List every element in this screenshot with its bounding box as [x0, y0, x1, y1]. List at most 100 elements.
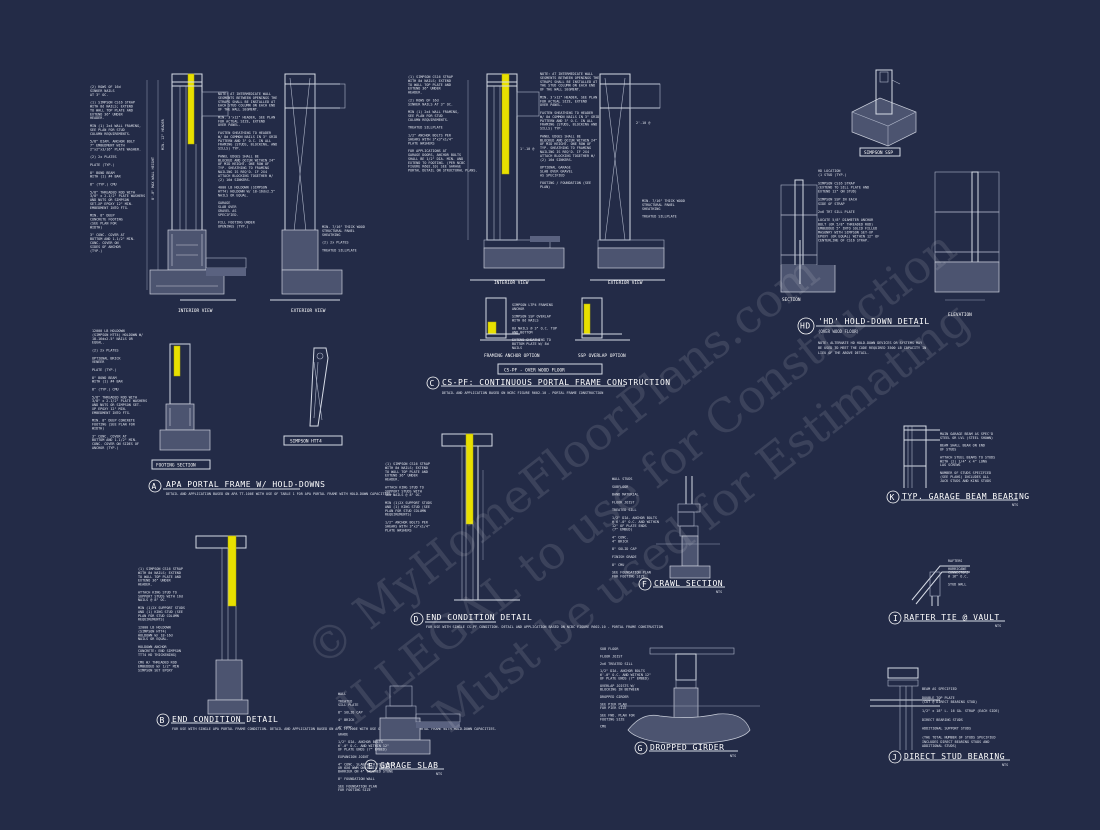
note-line: SEGMENTS BETWEEN OPENINGS THE — [540, 76, 599, 80]
detail-f-title: CRAWL SECTION — [654, 579, 723, 588]
note-line: PLATE WASHERS — [408, 141, 435, 145]
note-line: FILL FOOTING UNDER — [218, 221, 256, 225]
note-line: AND NUTS OR SIMPSON — [90, 198, 129, 202]
notes-footing: 12000 LB HOLDOWN(SIMPSON HTT4) HOLDOWN W… — [92, 329, 147, 450]
note-line: CONC. COVER ON SIDES OF — [92, 442, 139, 446]
note-line: MIN. 3'x12" HEADER, SEE PLAN — [540, 95, 597, 99]
note-line: 18-16dx2.5" NAILS OR — [92, 337, 134, 341]
note-line: WITH (1) #4 BAR — [92, 380, 124, 384]
note-line: 4" CONC. — [338, 725, 354, 729]
note-line: SPECIFIED. — [218, 213, 238, 217]
note-line: GRADE — [338, 733, 348, 737]
simpson-ssp-drawing — [851, 69, 917, 157]
note-line: LIEU OF THE ABOVE DETAIL. — [818, 351, 869, 355]
note-line: TREATED SILL — [612, 508, 637, 512]
note-line: MIN (1)2X SUPPORT STUDS — [385, 501, 432, 505]
note-line: OF THE WALL SEGMENT. — [218, 108, 259, 112]
detail-k-title-block: K TYP. GARAGE BEAM BEARING NTS — [886, 490, 1029, 507]
note-line: SHEATHING — [322, 233, 340, 237]
note-line: INCLUDES DIRECT BEARING STUDS AND — [922, 740, 989, 744]
note-line: 4" CONC. — [612, 536, 628, 540]
note-line: ATTACH KING STUD TO — [385, 485, 424, 489]
note-line: BARRIER ON 4" CRUSHED STONE — [338, 770, 393, 774]
note-line: SEE FOUNDATION PLAN — [612, 571, 651, 575]
note-line: OVER PANEL. — [540, 103, 562, 107]
note-line: ATTACH STEEL BEAMS TO STUDS — [940, 455, 995, 459]
detail-b-subtitle: FOR USE WITH SINGLE APA PORTAL FRAME CON… — [172, 727, 497, 731]
detail-c-subtitle: DETAIL AND APPLICATION BASED ON NCBC FIG… — [442, 391, 603, 395]
note-line: BLOCKED AND OCCUR WITHIN 24" — [540, 138, 597, 142]
note-line: 8d NAILS @ 3" O.C. TOP — [512, 326, 557, 330]
note-line: GARAGE — [218, 201, 230, 205]
note-line: SILLS) TYP. — [218, 147, 240, 151]
note-line: 1/2" DIA. ANCHOR BOLTS — [600, 669, 645, 673]
note-line: 6'-0" O.C. AND WITHIN 12" — [600, 673, 651, 677]
note-line: 12000 LB HOLDOWN — [138, 626, 171, 630]
detail-d-subtitle: FOR USE WITH SINGLE CS-PF CONDITION. DET… — [426, 625, 663, 629]
note-line: AND BOTTOM — [512, 330, 532, 334]
note-line: 12" OF PLATE ENDS — [612, 524, 647, 528]
note-line: WALL STUDS — [612, 477, 632, 481]
detail-e-drawing — [375, 685, 461, 755]
detail-d-title: END CONDITION DETAIL — [426, 613, 532, 622]
detail-c-interior-view — [467, 73, 565, 281]
detail-b-title: END CONDITION DETAIL — [172, 715, 278, 724]
detail-d-title-block: D END CONDITION DETAIL FOR USE WITH SING… — [410, 612, 663, 629]
detail-hd-id: HD — [800, 322, 811, 331]
note-line: NAILS — [512, 346, 522, 350]
detail-f-drawing — [656, 476, 720, 579]
note-line: STEEL OR LVL (STEEL SHOWN) — [940, 436, 993, 440]
notes-hd: HD LOCATION(1 STUD (TYP.)SIMPSON CS16 ST… — [818, 169, 879, 243]
note-line: (EXTEND TO SILL PLATE AND — [818, 185, 869, 189]
note-line: COLUMN REQUIREMENTS. — [408, 118, 449, 122]
note-line: STRUCTURAL PANEL — [322, 229, 355, 233]
view-label-footing: FOOTING SECTION — [156, 463, 196, 469]
note-line: 8" CMU — [612, 563, 624, 567]
note-line: HEADER. — [90, 116, 104, 120]
note-line: SUB FLOOR — [600, 647, 619, 651]
detail-j-drawing — [870, 667, 940, 750]
detail-e-subtitle: NTS — [436, 772, 442, 776]
note-line: (2) ROWS OF 16d — [90, 85, 121, 89]
note-line: EXTEND 36" UNDER — [138, 579, 172, 583]
note-line: COLUMN REQUIREMENTS. — [90, 132, 131, 136]
note-line: NOTE: AT INTERMEDIATE WALL — [540, 72, 593, 76]
note-line: AND (1) KING STUD (SEE — [385, 505, 430, 509]
note-line: WITH 8d NAILS; EXTEND — [408, 79, 451, 83]
note-line: 8" SOLID CAP — [338, 711, 363, 715]
note-line: MIN. 8" DEEP — [90, 214, 115, 218]
note-line: 8" BOND BEAM — [92, 376, 117, 380]
note-line: EXTEND TO FOOTING. (PER NCBC — [408, 161, 465, 165]
note-line: (2) 16d SINKERS. — [540, 158, 573, 162]
detail-j-title-block: J DIRECT STUD BEARING NTS — [888, 750, 1010, 767]
note-line: SHEATHING — [642, 207, 660, 211]
note-line: HOLDOWN W/ 18-16d — [138, 633, 173, 637]
note-line: (2) 2x PLATES — [322, 241, 349, 245]
note-line: GARAGE DOORS, ANCHOR BOLTS — [408, 153, 461, 157]
note-line: FOR FOOTING SIZE — [338, 788, 371, 792]
note-line: HURRICANE — [948, 567, 966, 571]
note-line: OF THE WALL SEGMENT. — [540, 88, 581, 92]
note-line: 4" CONC. SLAB WITH FIBERMESH — [338, 762, 395, 766]
note-line: PANEL EDGES SHALL BE — [540, 134, 581, 138]
detail-g-title: DROPPED GIRDER — [650, 743, 724, 752]
label-ssp-overlap: SSP OVERLAP OPTION — [578, 353, 626, 359]
view-label-c-interior: INTERIOR VIEW — [494, 280, 529, 286]
note-line: TTT4 HD THICKENING) — [138, 653, 177, 657]
note-line: 8" BOND BEAM — [90, 171, 115, 175]
detail-j-id: J — [892, 753, 897, 762]
detail-hd-title-block: HD 'HD' HOLD-DOWN DETAIL (OVER WOOD FLOO… — [797, 317, 929, 335]
note-line: SIDES OF ANCHOR — [90, 245, 122, 249]
note-line: ANCHOR — [512, 307, 525, 311]
note-line: OR 6X6 WWM ON 6 MIL VAPOR — [338, 766, 390, 770]
detail-a-subtitle: DETAIL AND APPLICATION BASED ON APA TT-1… — [166, 492, 393, 496]
note-line: MAIN GARAGE BEAM AS SPEC'D — [940, 432, 993, 436]
note-line: BOTTOM AND 1-1/2" MIN. — [90, 237, 135, 241]
note-line: TREATED SILLPLATE — [408, 126, 443, 130]
note-line: WITH 8d NAILS; EXTEND — [90, 105, 133, 109]
detail-f-subtitle: NTS — [716, 590, 722, 594]
detail-j-title: DIRECT STUD BEARING — [904, 752, 1005, 761]
